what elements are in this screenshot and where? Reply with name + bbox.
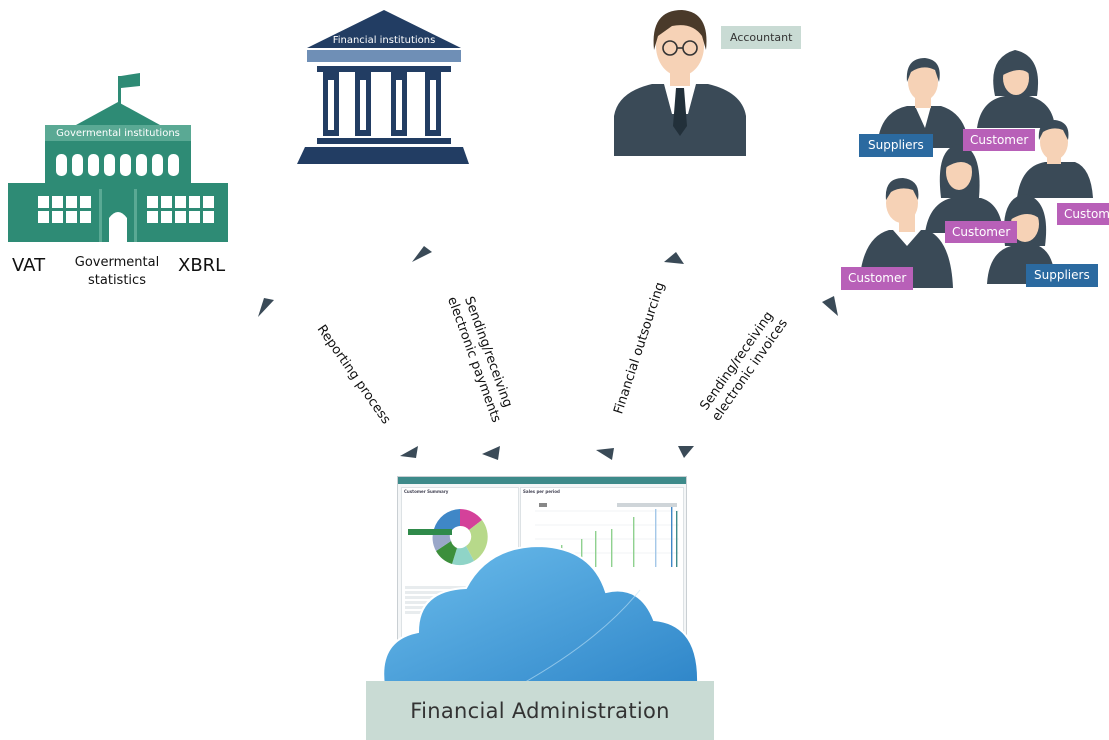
xbrl-label: XBRL — [178, 255, 226, 276]
arrowhead-icon — [258, 298, 274, 317]
person-icon — [977, 50, 1055, 128]
arrowhead-icon — [596, 448, 614, 460]
financial-administration-bar: Financial Administration — [366, 681, 714, 740]
arrowhead-icon — [412, 246, 432, 262]
customer-tag: Customer — [945, 221, 1018, 243]
sales-per-period-panel: Sales per period — [520, 487, 684, 667]
customer-tag: Customer — [1057, 203, 1109, 225]
financial-administration-title: Financial Administration — [410, 698, 670, 723]
people-group-icon — [859, 50, 1093, 288]
arrowhead-icon — [664, 252, 684, 264]
reporting-process-label: Reporting process — [313, 322, 394, 428]
arrowhead-icon — [482, 446, 500, 460]
person-icon — [925, 144, 1003, 233]
people-group — [855, 48, 1109, 293]
person-icon — [987, 194, 1055, 284]
accountant-label: Accountant — [721, 26, 802, 49]
customer-summary-panel: Customer Summary — [401, 487, 519, 667]
statistics-label-line1: Govermental — [74, 255, 160, 270]
statistics-label: Govermental statistics — [70, 254, 164, 290]
bank-icon — [297, 10, 469, 164]
suppliers-tag: Suppliers — [1026, 264, 1098, 287]
dashboard-screenshot: Customer Summary Sales per period — [397, 476, 687, 668]
electronic-payments-label: Sending/receiving electronic payments — [443, 289, 517, 425]
dashboard-topbar — [398, 477, 686, 484]
person-icon — [859, 178, 953, 288]
arrowhead-icon — [400, 446, 418, 458]
accountant-icon — [614, 10, 746, 156]
customer-table — [405, 584, 515, 616]
financial-institutions-title: Financial institutions — [332, 35, 436, 46]
vat-label: VAT — [12, 255, 46, 276]
accountant-figure — [612, 6, 748, 158]
arrowhead-icon — [678, 446, 694, 458]
financial-outsourcing-label: Financial outsourcing — [611, 280, 669, 416]
customer-summary-title: Customer Summary — [404, 489, 449, 494]
customer-tag: Customer — [963, 129, 1036, 151]
suppliers-tag: Suppliers — [859, 134, 933, 157]
governmental-institutions-building: Govermental institutions — [8, 70, 228, 242]
bar-chart-icon — [535, 503, 679, 567]
person-icon — [1017, 120, 1093, 198]
customer-tag: Customer — [841, 267, 914, 290]
government-building-icon — [8, 73, 228, 242]
donut-chart-icon — [408, 509, 488, 566]
statistics-label-line2: statistics — [88, 273, 146, 288]
sales-per-period-title: Sales per period — [523, 489, 560, 494]
financial-institutions-building: Financial institutions — [297, 10, 471, 166]
electronic-invoices-label: Sending/receiving electronic invoices — [694, 304, 794, 427]
arrowhead-icon — [822, 296, 838, 316]
governmental-title: Govermental institutions — [56, 128, 180, 139]
